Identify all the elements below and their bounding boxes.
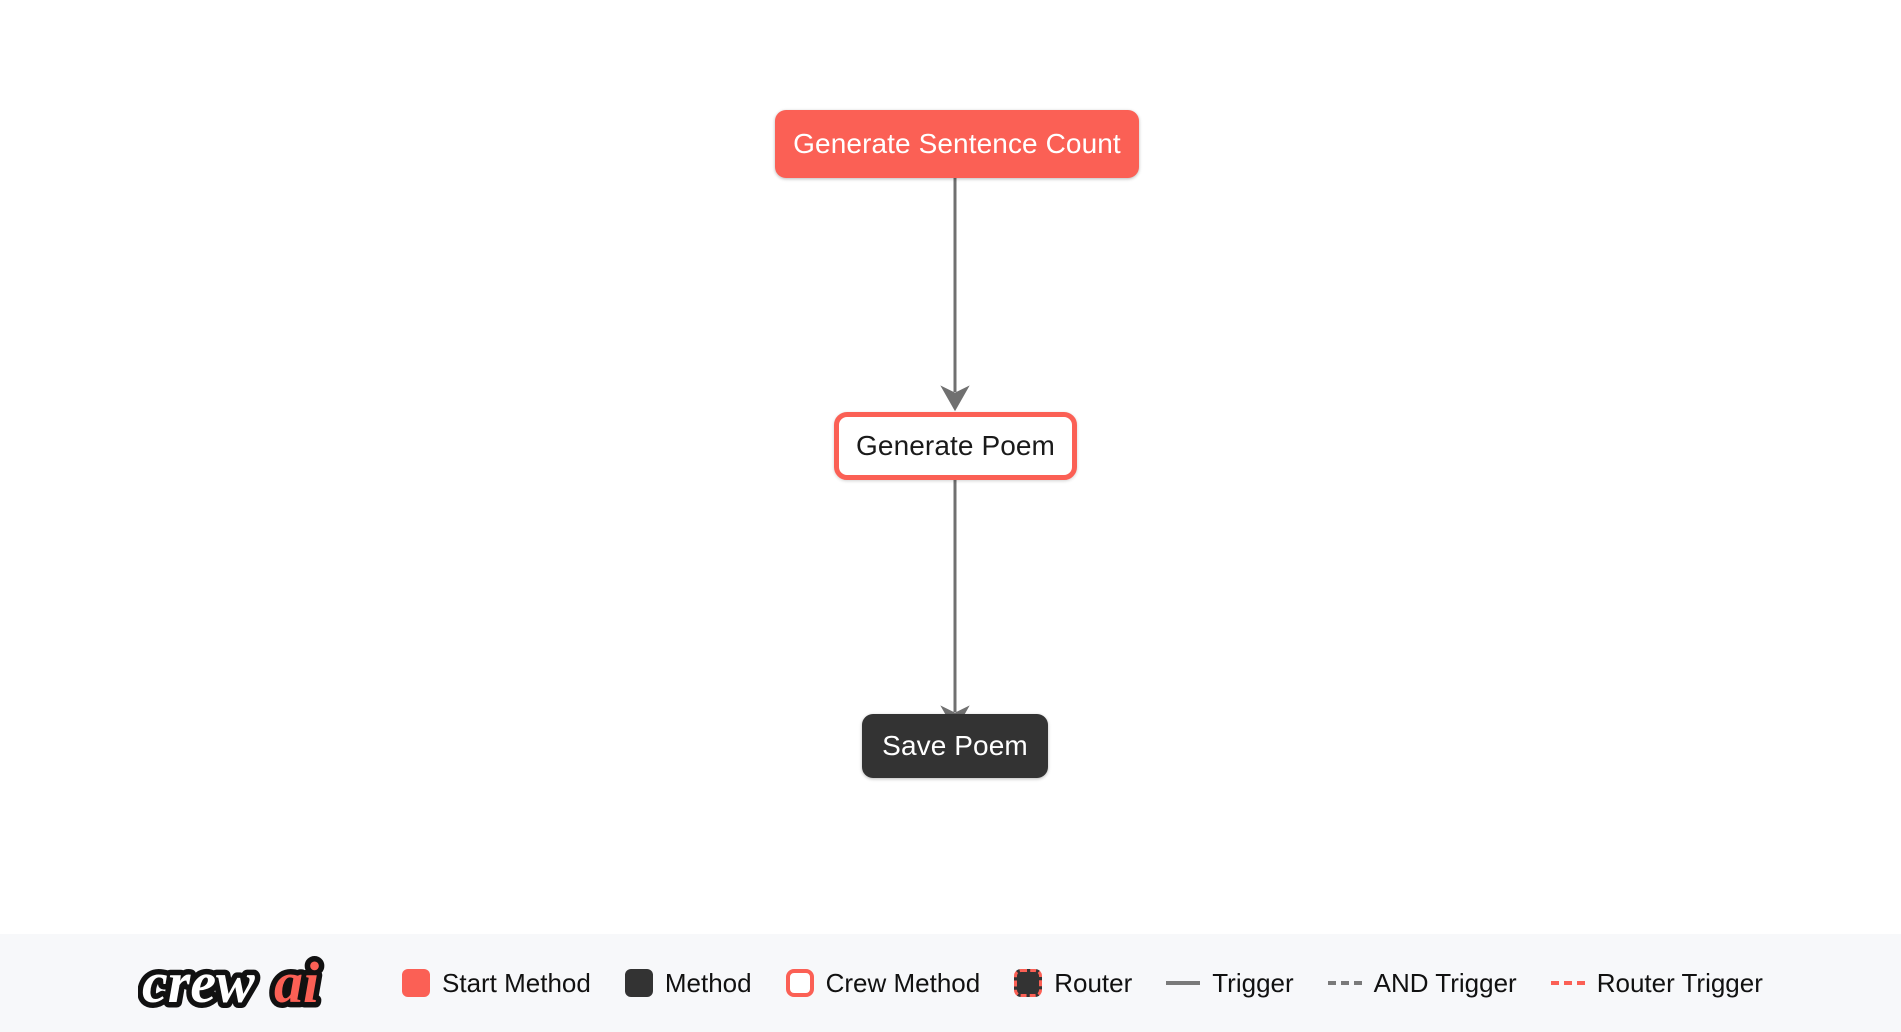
router-trigger-line-icon [1550, 981, 1585, 985]
legend-item-crew-method: Crew Method [785, 968, 981, 998]
legend-item-method: Method [624, 968, 752, 998]
flow-node-generate-sentence-count[interactable]: Generate Sentence Count [775, 110, 1139, 178]
and-trigger-line-icon [1327, 981, 1362, 985]
crew-method-swatch-icon [785, 969, 814, 997]
crewai-logo: crew crew ai ai [138, 946, 352, 1020]
flow-node-label: Generate Poem [856, 430, 1055, 461]
legend-item-start-method: Start Method [402, 969, 591, 997]
trigger-line-icon [1166, 981, 1201, 985]
crewai-wordmark-icon: crew crew ai ai [138, 946, 325, 1020]
legend-label: Crew Method [825, 968, 981, 998]
router-swatch-icon [1014, 969, 1043, 997]
legend-item-router: Router [1014, 969, 1132, 997]
legend-label: Start Method [442, 968, 591, 998]
legend-label: Method [664, 968, 752, 998]
svg-text:crew: crew [142, 950, 255, 1015]
legend-label: AND Trigger [1373, 968, 1517, 998]
legend-item-trigger: Trigger [1166, 968, 1294, 998]
start-method-swatch-icon [402, 969, 430, 997]
flow-node-generate-poem[interactable]: Generate Poem [834, 412, 1077, 480]
svg-text:ai: ai [274, 950, 319, 1015]
legend-label: Router Trigger [1596, 968, 1763, 998]
legend-label: Trigger [1212, 968, 1294, 998]
legend-bar: crew crew ai ai Start Method Method Crew… [0, 934, 1901, 1032]
flow-node-save-poem[interactable]: Save Poem [862, 714, 1048, 778]
flow-node-label: Generate Sentence Count [793, 128, 1121, 159]
legend-item-and-trigger: AND Trigger [1327, 968, 1517, 998]
svg-text:crew: crew [142, 950, 255, 1015]
svg-text:ai: ai [274, 950, 319, 1015]
flow-node-label: Save Poem [882, 730, 1028, 761]
legend-label: Router [1054, 968, 1133, 998]
method-swatch-icon [624, 969, 653, 997]
legend-item-router-trigger: Router Trigger [1550, 968, 1763, 998]
flow-canvas[interactable]: Generate Sentence Count Generate Poem Sa… [0, 0, 1901, 934]
